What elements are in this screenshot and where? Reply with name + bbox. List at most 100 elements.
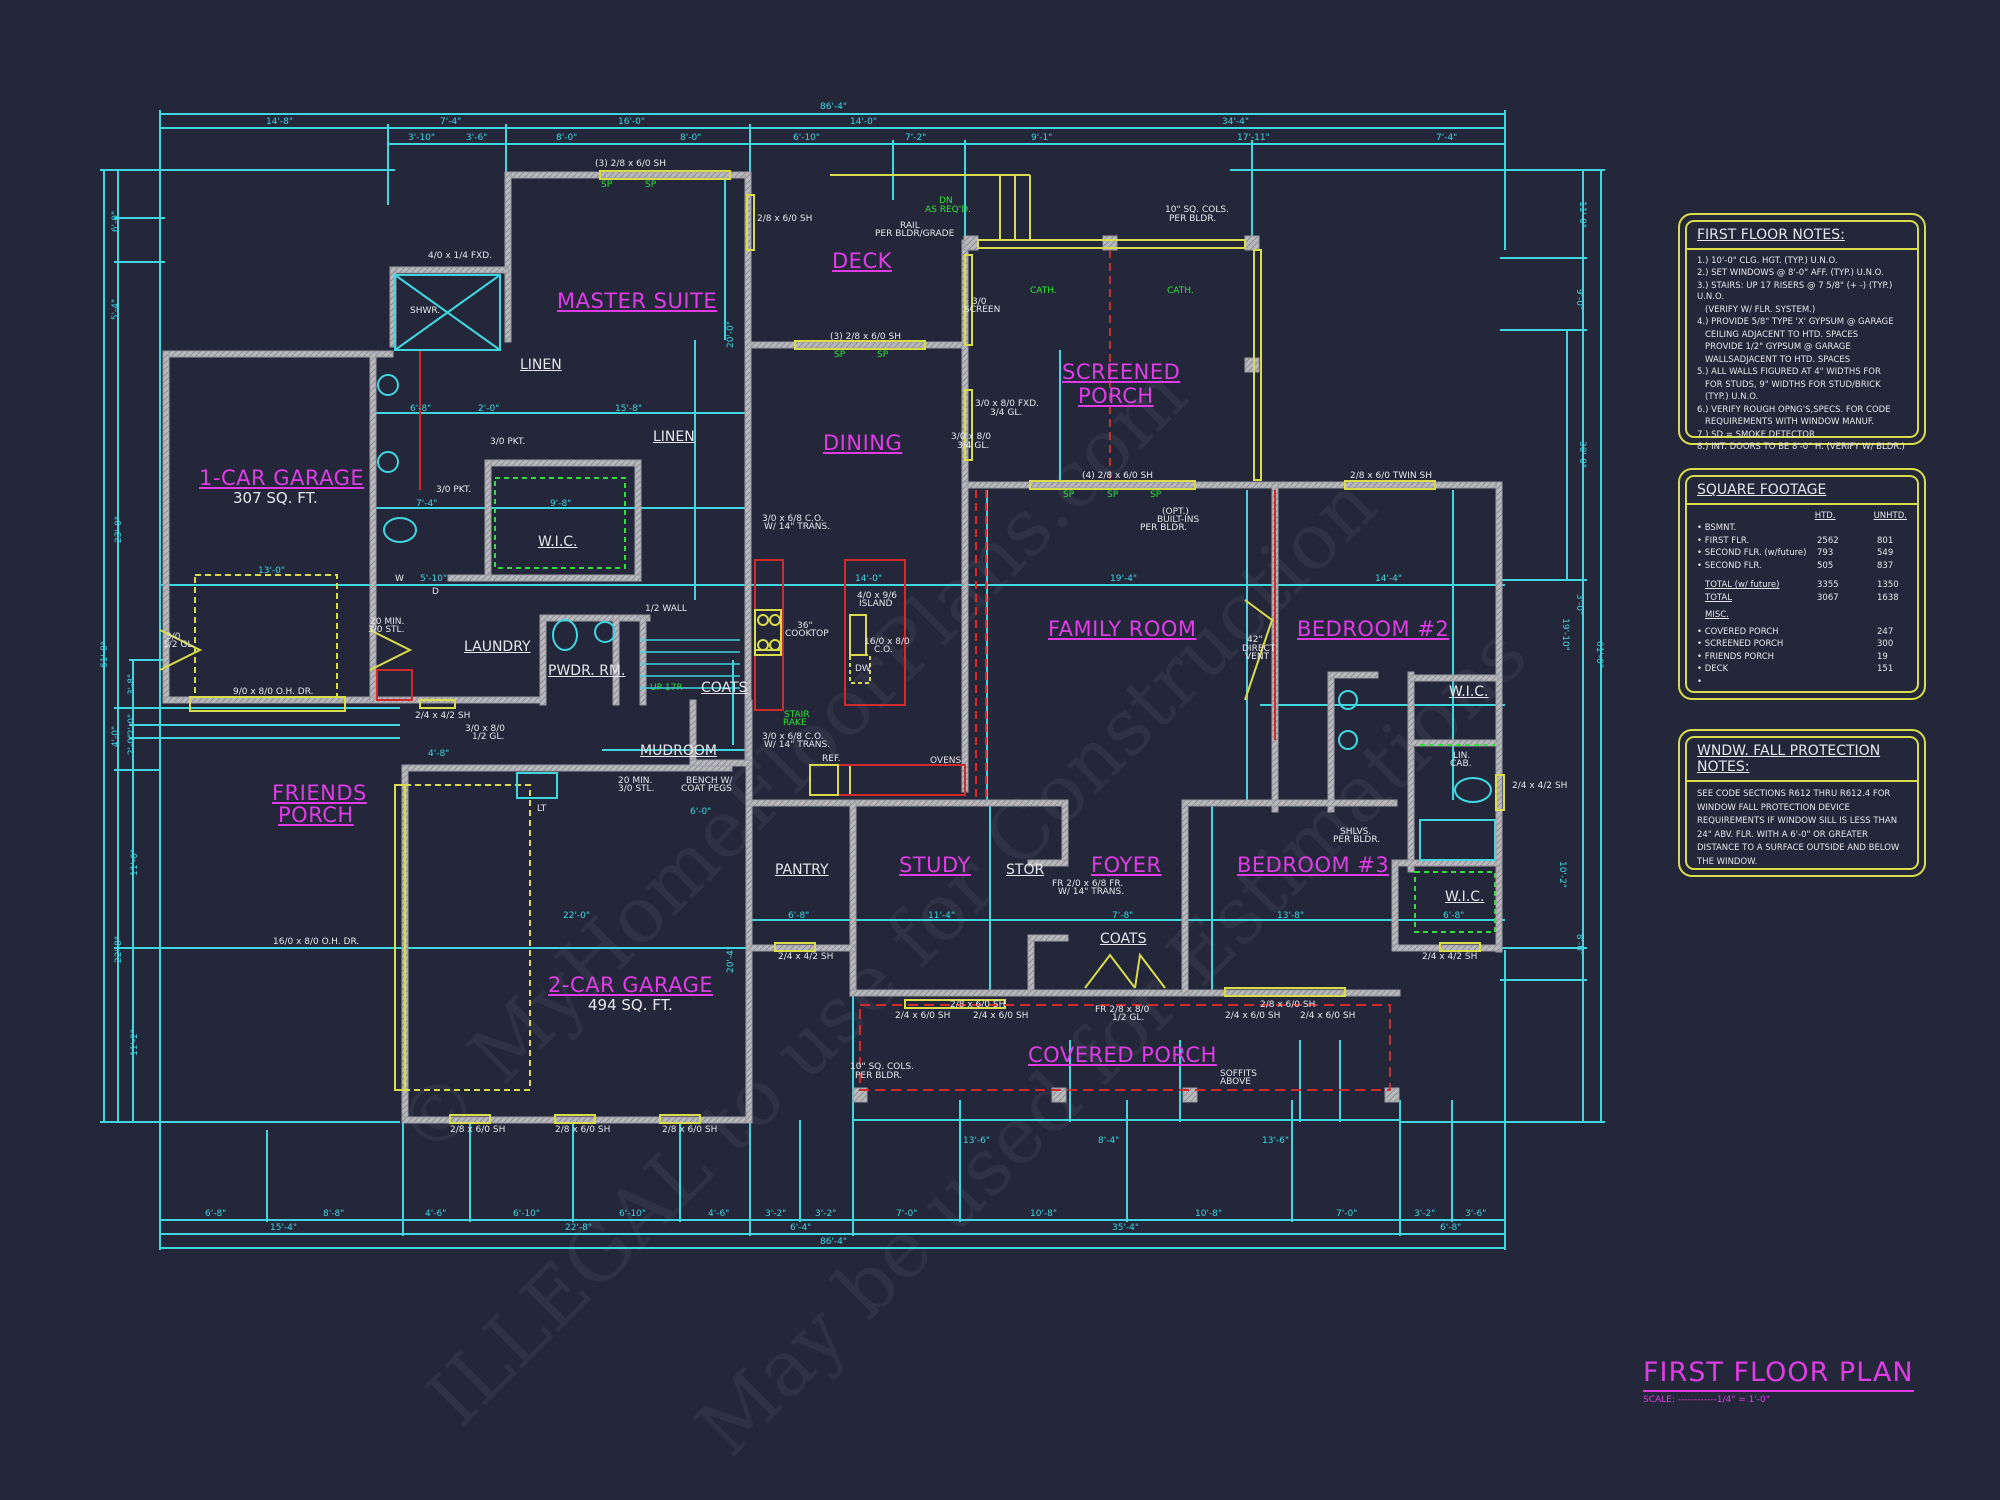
dim-covered-3: 13'-6" <box>1262 1136 1290 1146</box>
note-item: 8.) INT. DOORS TO BE 8'-0" H. (VERIFY W/… <box>1697 442 1905 453</box>
ann-gl-door-2: 3/4 GL. <box>957 441 990 451</box>
square-footage-panel: SQUARE FOOTAGE HTD. UNHTD. • BSMNT. • FI… <box>1678 468 1926 700</box>
ann-win-2442-wic: 2/4 x 4/2 SH <box>1422 952 1478 962</box>
dim-bot-overall: 86'-4" <box>820 1237 848 1247</box>
dim-left-overall: 61'-0" <box>100 640 111 669</box>
ann-cols-1: 10" SQ. COLS. <box>1165 205 1229 215</box>
ann-washer: W <box>395 574 404 584</box>
ann-win-24-c: 2/4 x 6/0 SH <box>1225 1011 1281 1021</box>
ann-stl-2b: 3/0 STL. <box>618 784 655 794</box>
dim-garage1-w: 13'-0" <box>258 566 286 576</box>
dim-right-r2-1: 9'-0" <box>1574 288 1585 311</box>
ann-co-3b: W/ 14" TRANS. <box>764 740 831 750</box>
cabinets <box>376 250 1391 1091</box>
dim-garage2-h: 20'-4" <box>726 945 737 974</box>
dim-left-r3-3: 11'-6" <box>130 848 141 877</box>
dim-right-r2-2: 30'-0" <box>1577 440 1588 469</box>
ann-shlvs-1: SHLVS. <box>1340 827 1372 837</box>
dim-left-r2-2: 23'-0" <box>114 515 125 544</box>
fixtures <box>377 274 1496 861</box>
ann-built-ins-3: PER BLDR. <box>1140 523 1188 533</box>
walls <box>162 171 1503 1124</box>
first-floor-notes-list: 1.) 10'-0" CLG. HGT. (TYP.) U.N.O. 2.) S… <box>1687 250 1917 461</box>
ann-front-door-1: FR 2/8 x 8/0 <box>1095 1005 1150 1015</box>
ann-lt: LT <box>537 804 547 814</box>
ann-fxd-door-1: 3/0 x 8/0 FXD. <box>975 399 1040 409</box>
ann-screen-door-1: 3/0 <box>972 297 987 307</box>
dim-left-r2-3: 4'-0" <box>111 725 122 748</box>
dim-top-r2-3: 14'-0" <box>850 117 878 127</box>
ann-sp-4: SP <box>877 350 889 360</box>
label-pwdr-rm: PWDR. RM. <box>548 663 626 679</box>
ann-half-wall: 1/2 WALL <box>645 604 687 614</box>
ann-direct-vent-3: VENT <box>1245 652 1270 662</box>
dim-master-h: 20'-0" <box>726 320 737 349</box>
dim-left-r3-1: 2'-0" <box>127 713 138 736</box>
dim-top-r2-0: 14'-8" <box>266 117 294 127</box>
dim-bot-r1-0: 6'-8" <box>205 1209 227 1219</box>
sheet-title-block: FIRST FLOOR PLAN SCALE: ------------1/4"… <box>1643 1357 1914 1405</box>
dim-bed3-w: 13'-8" <box>1277 911 1305 921</box>
dim-linen-w: 2'-0" <box>478 404 500 414</box>
ann-co-1b: W/ 14" TRANS. <box>764 522 831 532</box>
ann-cooktop-1: 36" <box>797 621 813 631</box>
dim-bot-r1-11: 7'-0" <box>1336 1209 1358 1219</box>
dim-right-r2-4: 8'-0" <box>1574 933 1585 956</box>
fall-protection-panel: WNDW. FALL PROTECTION NOTES: SEE CODE SE… <box>1678 729 1926 877</box>
ann-side-door-1: 3/0 <box>166 632 181 642</box>
dim-top-r2-1: 7'-4" <box>440 117 462 127</box>
dim-bot-r1-8: 7'-0" <box>896 1209 918 1219</box>
ann-stl-2a: 20 MIN. <box>618 776 653 786</box>
ann-soffits-2: ABOVE <box>1220 1077 1251 1087</box>
dim-bot-r1-1: 8'-8" <box>323 1209 345 1219</box>
ann-mud-door-1: 3/0 x 8/0 <box>465 724 506 734</box>
ann-soffits-1: SOFFITS <box>1220 1069 1258 1079</box>
ann-cols-2: PER BLDR. <box>1169 214 1217 224</box>
ann-cooktop-2: COOKTOP <box>785 629 829 639</box>
appliances <box>754 609 871 796</box>
dim-master-w: 15'-8" <box>615 404 643 414</box>
ann-ovens: OVENS <box>930 756 962 766</box>
ann-front-door-2: 1/2 GL. <box>1112 1013 1145 1023</box>
sqft-header-row: HTD. UNHTD. <box>1697 511 1907 522</box>
room-covered-porch: COVERED PORCH <box>1028 1043 1217 1067</box>
dim-top-r3-1: 3'-6" <box>466 133 488 143</box>
ann-pkt-2: 3/0 PKT. <box>436 485 472 495</box>
ann-garage-win-1: 2/8 x 6/0 SH <box>450 1125 506 1135</box>
ann-built-ins-2: BUILT-INS <box>1157 515 1200 525</box>
ann-win-24-a: 2/4 x 6/0 SH <box>895 1011 951 1021</box>
ann-built-ins-1: (OPT.) <box>1162 507 1189 517</box>
ann-pkt-1: 3/0 PKT. <box>490 437 526 447</box>
dim-bath-wc: 7'-4" <box>416 499 438 509</box>
room-friends-porch-line1: FRIENDS <box>272 781 367 805</box>
dim-foyer-w: 7'-8" <box>1112 911 1134 921</box>
first-floor-notes-title: FIRST FLOOR NOTES: <box>1687 222 1917 250</box>
note-item: 6.) VERIFY ROUGH OPNG'S,SPECS. FOR CODE <box>1697 404 1891 415</box>
sqft-misc-label: MISC. <box>1705 610 1729 621</box>
sqft-row: • BSMNT. <box>1697 523 1737 534</box>
ann-sp-3: SP <box>834 350 846 360</box>
garage-2-area: 494 SQ. FT. <box>588 996 673 1014</box>
ann-side-door-2: 1/2 GL. <box>163 640 196 650</box>
ann-stl-1b: 3/0 STL. <box>368 625 405 635</box>
ann-fr-door-1: FR 2/0 x 6/8 FR. <box>1052 879 1124 889</box>
label-linen-2: LINEN <box>653 429 695 445</box>
ann-dryer: D <box>432 587 439 597</box>
garage-1-area: 307 SQ. FT. <box>233 489 318 507</box>
dim-study-w: 11'-4" <box>928 911 956 921</box>
room-master-suite: MASTER SUITE <box>557 289 718 313</box>
dim-bot-r1-4: 6'-10" <box>619 1209 647 1219</box>
ann-co-2: 16/0 x 8/0 <box>864 637 910 647</box>
dim-bot-r1-13: 3'-6" <box>1465 1209 1487 1219</box>
note-item: 1.) 10'-0" CLG. HGT. (TYP.) U.N.O. <box>1697 256 1838 266</box>
room-1-car-garage: 1-CAR GARAGE <box>199 466 365 490</box>
dim-covered-1: 13'-6" <box>963 1136 991 1146</box>
ann-rail-2: PER BLDR/GRADE <box>875 229 955 239</box>
ann-win-2442-pantry: 2/4 x 4/2 SH <box>778 952 834 962</box>
dim-bot-r2-4: 6'-8" <box>1440 1223 1462 1233</box>
dim-pantry-w: 6'-8" <box>788 911 810 921</box>
